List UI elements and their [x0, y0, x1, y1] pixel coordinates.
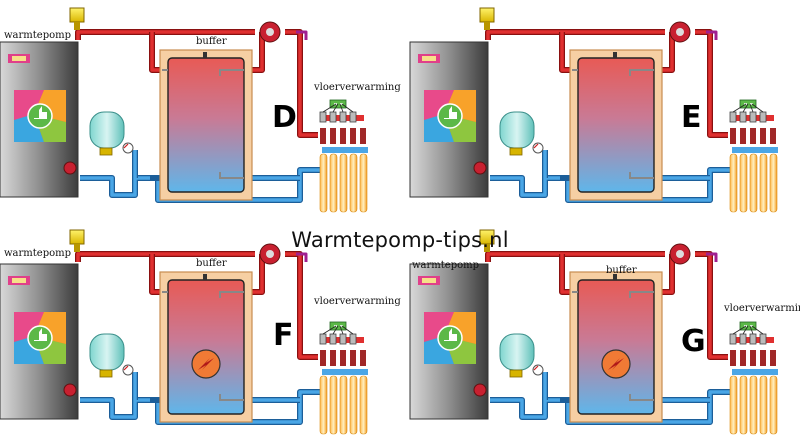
panel-e [410, 8, 778, 212]
buffer-label-f: buffer [196, 258, 227, 269]
heat-pump-label-g: warmtepomp [412, 260, 480, 271]
panel-letter-e: E [681, 100, 702, 135]
heating-element-f [191, 349, 221, 379]
floor-heating-label-d: vloerverwarming [314, 82, 401, 93]
panel-f [0, 230, 368, 434]
heat-pump-label-f: warmtepomp [4, 248, 72, 259]
buffer-label-d: buffer [196, 36, 227, 47]
panel-letter-d: D [272, 100, 297, 135]
panel-letter-g: G [681, 324, 706, 359]
floor-heating-label-g: vloerverwarming [724, 303, 800, 314]
heat-pump-label-d: warmtepomp [4, 30, 72, 41]
floor-heating-label-f: vloerverwarming [314, 296, 401, 307]
buffer-label-g: buffer [606, 265, 637, 276]
heating-element-g [601, 349, 631, 379]
panel-letter-f: F [273, 318, 294, 353]
site-watermark: Warmtepomp-tips.nl [291, 228, 509, 252]
